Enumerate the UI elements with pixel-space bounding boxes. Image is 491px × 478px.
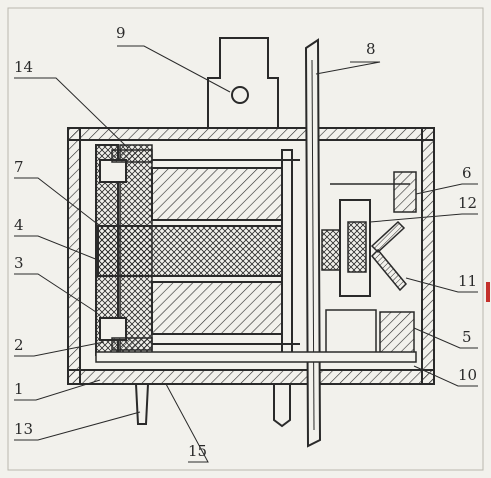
- callout-14: 14: [14, 58, 33, 76]
- callout-9: 9: [116, 24, 126, 42]
- callout-4: 4: [14, 216, 24, 234]
- callout-2: 2: [14, 336, 24, 354]
- leader-lines: [14, 45, 478, 463]
- callout-8: 8: [366, 40, 376, 58]
- edge-mark: [486, 282, 490, 302]
- contact-assembly: [321, 171, 417, 361]
- callout-15: 15: [188, 442, 207, 460]
- coil-winding-lower: [151, 281, 283, 335]
- central-blade-8: [304, 38, 322, 448]
- callout-13: 13: [14, 420, 33, 438]
- callout-5: 5: [462, 328, 472, 346]
- bottom-pins: [134, 383, 291, 428]
- callout-7: 7: [14, 158, 24, 176]
- callout-3: 3: [14, 254, 24, 272]
- coil-winding-upper: [151, 167, 283, 221]
- top-terminal-9: [207, 37, 279, 129]
- iron-core: [97, 225, 289, 277]
- housing: [67, 127, 435, 385]
- callout-1: 1: [14, 380, 24, 398]
- callout-6: 6: [462, 164, 472, 182]
- drawing-border: [7, 7, 484, 471]
- callout-11: 11: [458, 272, 477, 290]
- callout-10: 10: [458, 366, 477, 384]
- base-plate: [95, 351, 417, 363]
- callout-12: 12: [458, 194, 477, 212]
